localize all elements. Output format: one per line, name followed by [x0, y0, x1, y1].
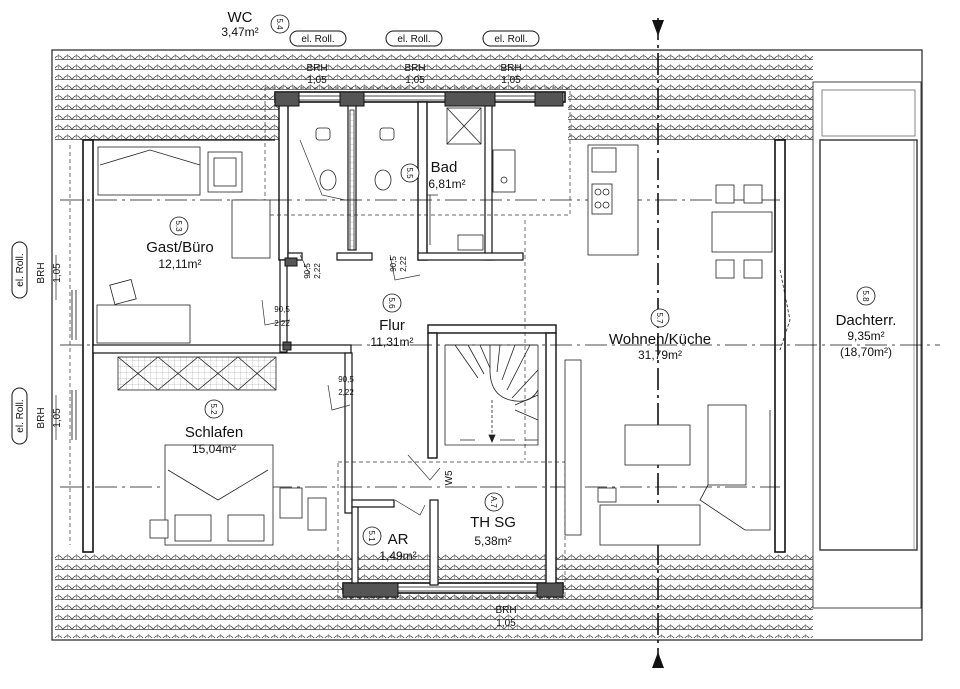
- door-dim-bot-1: 2,22: [313, 263, 322, 279]
- furniture-wohnen: [564, 359, 771, 546]
- room-number-schlafen: 5.2: [209, 403, 218, 415]
- roll-label-3: el. Roll.: [494, 34, 527, 45]
- columns: [274, 91, 564, 598]
- door-dim-top-4: 90,5: [338, 375, 354, 384]
- room-number-bad: 5.5: [405, 167, 414, 179]
- stair-label: W5: [444, 470, 455, 485]
- brh-value-4: 1,05: [52, 263, 63, 283]
- room-name-wohnen: Wohnen/Küche: [609, 331, 711, 348]
- brh-labels: BRH 1,05 BRH 1,05 BRH 1,05 BRH 1,05 BRH …: [36, 63, 522, 629]
- brh-value-3: 1,05: [501, 75, 521, 86]
- room-name-dachterr: Dachterr.: [836, 312, 897, 329]
- plot-outline: [51, 49, 923, 641]
- room-area-thsg: 5,38m²: [474, 534, 511, 548]
- brh-label-3: BRH: [500, 63, 521, 74]
- roll-label-5: el. Roll.: [15, 399, 26, 432]
- roll-label-1: el. Roll.: [301, 34, 334, 45]
- brh-value-2: 1,05: [405, 75, 425, 86]
- room-area2-dachterr: (18,70m²): [840, 345, 892, 359]
- roll-badges: [11, 30, 540, 445]
- room-number-dachterr: 5.8: [861, 290, 870, 302]
- brh-value-5: 1,05: [52, 408, 63, 428]
- stairs: [444, 344, 539, 446]
- room-number-wc: 5.4: [275, 18, 284, 30]
- room-name-thsg: TH SG: [470, 514, 516, 531]
- roll-labels: el. Roll. el. Roll. el. Roll. el. Roll. …: [15, 34, 528, 433]
- room-area-bad: 6,81m²: [428, 177, 465, 191]
- brh-label-4: BRH: [36, 262, 47, 283]
- brh-label-5: BRH: [36, 407, 47, 428]
- door-dim-top-2: 90,5: [389, 256, 398, 272]
- furniture-schlafen: [117, 356, 327, 546]
- door-dim-top-3: 90,5: [274, 305, 290, 314]
- brh-value-6: 1,05: [496, 618, 516, 629]
- room-number-ar: 5.1: [367, 530, 376, 542]
- roll-label-4: el. Roll.: [15, 253, 26, 286]
- room-name-schlafen: Schlafen: [185, 424, 243, 441]
- room-number-wohnen: 5.7: [655, 312, 664, 324]
- door-dim-bot-4: 2,22: [338, 388, 354, 397]
- room-area-wohnen: 31,79m²: [638, 348, 682, 362]
- room-labels: 5.4 WC 3,47m² 5.5 Bad 6,81m² 5.3 Gast/Bü…: [146, 9, 896, 563]
- room-area-dachterr: 9,35m²: [847, 329, 884, 343]
- roll-label-2: el. Roll.: [397, 34, 430, 45]
- room-area-wc: 3,47m²: [221, 25, 258, 39]
- walls: [82, 91, 786, 594]
- room-number-flur: 5.6: [387, 297, 396, 309]
- room-area-schlafen: 15,04m²: [192, 442, 236, 456]
- room-name-gast: Gast/Büro: [146, 239, 214, 256]
- room-area-ar: 1,49m²: [379, 549, 416, 563]
- brh-label-1: BRH: [306, 63, 327, 74]
- door-dim-bot-3: 2,22: [274, 319, 290, 328]
- room-area-gast: 12,11m²: [158, 257, 201, 271]
- brh-label-6: BRH: [495, 605, 516, 616]
- room-number-gast: 5.3: [174, 220, 183, 232]
- room-number-circles: [169, 14, 876, 546]
- axis-arrows: [652, 20, 664, 668]
- brh-value-1: 1,05: [307, 75, 327, 86]
- furniture-gast: [96, 146, 271, 344]
- brh-label-2: BRH: [404, 63, 425, 74]
- door-dims: 90,5 2,22 90,5 2,22 90,5 2,22 90,5 2,22: [274, 256, 408, 397]
- door-dim-bot-2: 2,22: [399, 256, 408, 272]
- room-number-thsg: A.7: [489, 496, 498, 509]
- room-area-flur: 11,31m²: [370, 335, 413, 349]
- sanitary-fixtures: [315, 107, 516, 251]
- furniture-kitchen: [587, 144, 791, 351]
- room-name-wc: WC: [228, 9, 253, 26]
- room-name-ar: AR: [388, 531, 409, 548]
- door-dim-top-1: 90,5: [303, 263, 312, 279]
- room-name-bad: Bad: [431, 159, 458, 176]
- door-swings: [261, 139, 441, 516]
- windows: [71, 95, 537, 592]
- room-name-flur: Flur: [379, 317, 405, 334]
- roof-overhang: [69, 87, 571, 599]
